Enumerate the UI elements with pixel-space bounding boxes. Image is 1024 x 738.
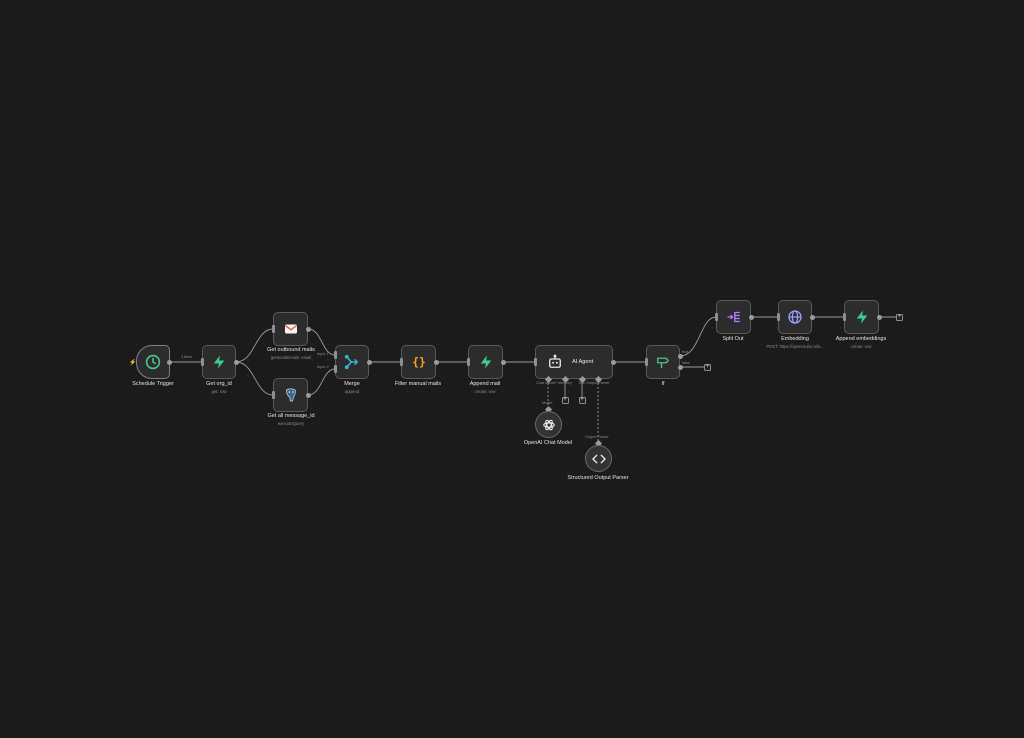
if-true-label: true xyxy=(682,350,689,354)
embedding-output-handle[interactable] xyxy=(809,314,815,320)
node-append-embeddings[interactable] xyxy=(844,300,879,334)
append-emb-label: Append embeddings xyxy=(835,336,887,342)
filter-input-handle[interactable] xyxy=(399,358,403,366)
openai-icon xyxy=(540,416,558,434)
node-filter-manual-mails[interactable]: {} xyxy=(401,345,436,379)
merge-sub: append xyxy=(345,389,359,394)
supabase-icon xyxy=(853,308,871,326)
code-icon: {} xyxy=(410,353,428,371)
message-sub: executeQuery xyxy=(277,421,305,426)
if-true-handle[interactable] xyxy=(677,353,683,359)
node-structured-output-parser[interactable] xyxy=(585,445,612,472)
filter-label: Filter manual mails xyxy=(394,381,442,387)
split-icon xyxy=(725,308,743,326)
split-input-handle[interactable] xyxy=(714,313,718,321)
parser-label: Structured Output Parser xyxy=(567,475,629,481)
filter-output-handle[interactable] xyxy=(433,359,439,365)
merge-icon xyxy=(343,353,361,371)
output-parser-in-label: Output Parser xyxy=(585,435,609,439)
append-mail-input-handle[interactable] xyxy=(466,358,470,366)
ai-agent-label: AI Agent xyxy=(572,359,594,365)
if-false-label: false xyxy=(682,361,691,365)
tool-port-label: Tool xyxy=(578,381,585,385)
robot-icon xyxy=(546,353,564,371)
postgres-icon xyxy=(282,386,300,404)
add-false-branch-button[interactable]: + xyxy=(704,363,711,371)
get-org-sub: get: row xyxy=(211,389,227,394)
memory-port-label: Memory xyxy=(558,381,572,385)
node-append-mail[interactable] xyxy=(468,345,503,379)
append-emb-input-handle[interactable] xyxy=(842,313,846,321)
agent-output-handle[interactable] xyxy=(610,359,616,365)
node-merge[interactable] xyxy=(335,345,369,379)
append-emb-output-handle[interactable] xyxy=(876,314,882,320)
mail-app-icon xyxy=(282,320,300,338)
add-next-node-button[interactable]: + xyxy=(896,313,903,321)
merge-input1-label: Input 1 xyxy=(317,352,329,356)
if-input-handle[interactable] xyxy=(644,358,648,366)
globe-icon xyxy=(786,308,804,326)
merge-input1-handle[interactable] xyxy=(333,351,337,359)
chat-model-port-label: Chat Model* xyxy=(536,381,557,385)
merge-label: Merge xyxy=(344,381,360,387)
message-label: Get all message_id xyxy=(267,413,315,419)
supabase-icon xyxy=(210,353,228,371)
outbound-input-handle[interactable] xyxy=(271,325,275,333)
node-get-all-message-id[interactable] xyxy=(273,378,308,412)
node-embedding[interactable] xyxy=(778,300,812,334)
code-brackets-icon xyxy=(590,450,608,468)
message-output-handle[interactable] xyxy=(305,392,311,398)
append-mail-label: Append mail xyxy=(469,381,501,387)
clock-icon xyxy=(144,353,162,371)
supabase-icon xyxy=(477,353,495,371)
outbound-output-handle[interactable] xyxy=(305,326,311,332)
get-org-input-handle[interactable] xyxy=(200,358,204,366)
openai-label: OpenAI Chat Model xyxy=(523,440,573,446)
node-get-outbound-mails[interactable] xyxy=(273,312,308,346)
svg-text:{}: {} xyxy=(412,356,426,369)
embedding-sub: POST: https://openrouter.ai/a... xyxy=(766,344,824,349)
merge-input2-label: Input 2 xyxy=(317,365,329,369)
if-label: If xyxy=(661,381,665,387)
schedule-trigger-label: Schedule Trigger xyxy=(132,381,174,387)
split-label: Split Out xyxy=(722,336,744,342)
output-parser-port-label: Output Parser xyxy=(586,381,610,385)
node-openai-chat-model[interactable] xyxy=(535,411,562,438)
append-mail-sub: create: row xyxy=(474,389,496,394)
message-input-handle[interactable] xyxy=(271,391,275,399)
signpost-icon xyxy=(654,353,672,371)
get-org-output-handle[interactable] xyxy=(233,359,239,365)
node-get-org-id[interactable] xyxy=(202,345,236,379)
node-split-out[interactable] xyxy=(716,300,751,334)
outbound-sub: getSendEmails: email xyxy=(270,355,312,360)
merge-output-handle[interactable] xyxy=(366,359,372,365)
add-tool-button[interactable]: + xyxy=(578,397,586,404)
append-mail-output-handle[interactable] xyxy=(500,359,506,365)
get-org-label: Get org_id xyxy=(206,381,232,387)
agent-input-handle[interactable] xyxy=(533,358,537,366)
merge-input2-handle[interactable] xyxy=(333,365,337,373)
if-false-handle[interactable] xyxy=(677,364,683,370)
trigger-output-handle[interactable] xyxy=(167,359,172,365)
split-output-handle[interactable] xyxy=(748,314,754,320)
node-schedule-trigger[interactable]: ⚡ xyxy=(129,345,170,379)
node-ai-agent[interactable]: AI Agent xyxy=(535,345,613,379)
trigger-items-label: 1 item xyxy=(181,354,192,359)
embedding-input-handle[interactable] xyxy=(776,313,780,321)
outbound-label: Get outbound mails xyxy=(267,347,315,353)
trigger-bolt-icon: ⚡ xyxy=(129,360,137,366)
embedding-label: Embedding xyxy=(781,336,809,342)
node-if[interactable] xyxy=(646,345,680,379)
model-port-label: Model xyxy=(542,401,553,405)
add-memory-button[interactable]: + xyxy=(561,397,569,404)
append-emb-sub: create: row xyxy=(850,344,872,349)
